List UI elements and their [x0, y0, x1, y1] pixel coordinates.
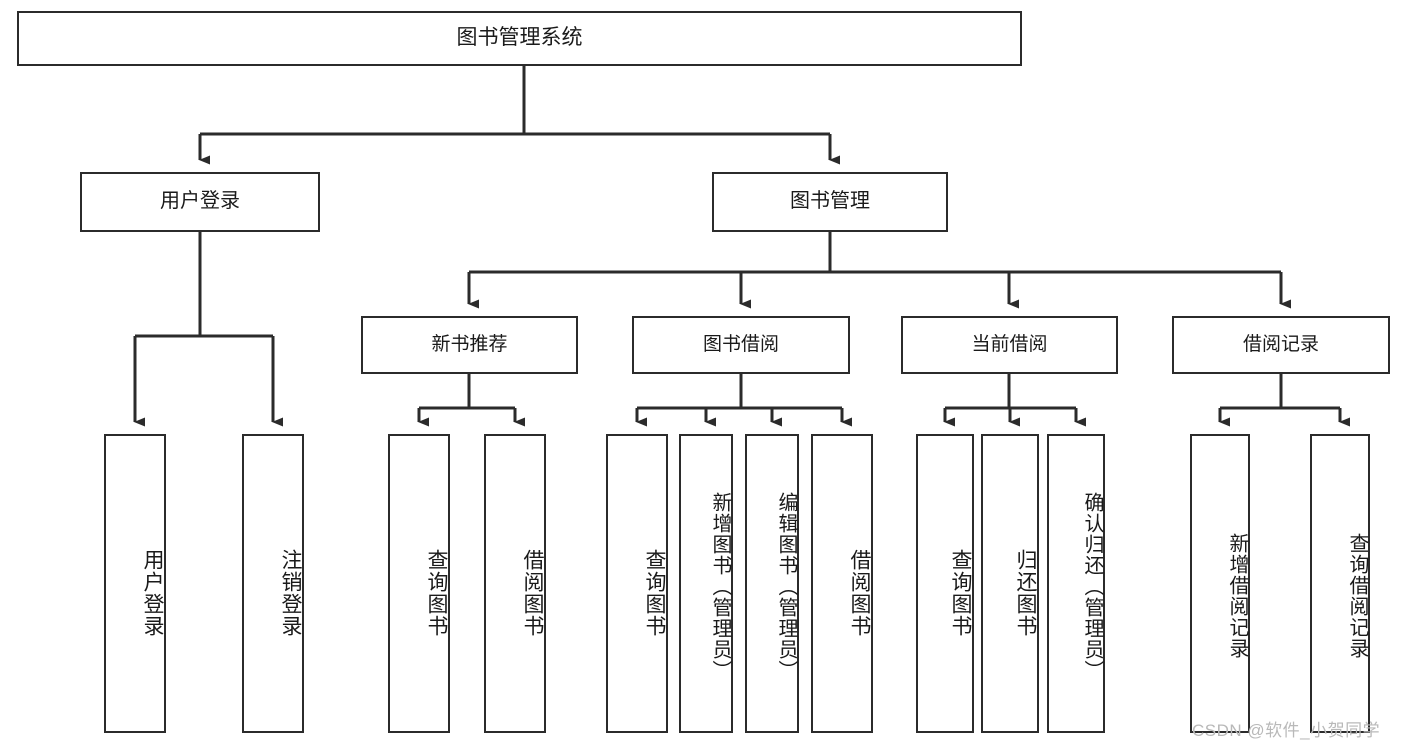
leaf-borrow-book-2-label: 借阅图书 — [848, 548, 871, 637]
leaf-query-book-1-label: 查询图书 — [425, 548, 448, 637]
leaf-borrow-book-2[interactable]: 借阅图书 — [811, 434, 873, 733]
leaf-logout-label: 注销登录 — [279, 548, 302, 637]
leaf-add-record-label: 新增借阅记录 — [1226, 532, 1248, 659]
node-new-book-recommend[interactable]: 新书推荐 — [361, 316, 578, 374]
leaf-borrow-book-1[interactable]: 借阅图书 — [484, 434, 546, 733]
leaf-add-book[interactable]: 新增图书（管理员） — [679, 434, 733, 733]
leaf-query-book-2[interactable]: 查询图书 — [606, 434, 668, 733]
leaf-user-login[interactable]: 用户登录 — [104, 434, 166, 733]
leaf-logout[interactable]: 注销登录 — [242, 434, 304, 733]
leaf-user-login-label: 用户登录 — [141, 548, 164, 637]
leaf-edit-book-label: 编辑图书（管理员） — [775, 492, 797, 681]
leaf-query-record[interactable]: 查询借阅记录 — [1310, 434, 1370, 733]
leaf-borrow-book-1-label: 借阅图书 — [521, 548, 544, 637]
node-book-borrow[interactable]: 图书借阅 — [632, 316, 850, 374]
leaf-query-record-label: 查询借阅记录 — [1346, 532, 1368, 659]
leaf-query-book-1[interactable]: 查询图书 — [388, 434, 450, 733]
leaf-query-book-2-label: 查询图书 — [643, 548, 666, 637]
node-user-login[interactable]: 用户登录 — [80, 172, 320, 232]
node-user-login-label: 用户登录 — [160, 190, 240, 213]
node-book-manage[interactable]: 图书管理 — [712, 172, 948, 232]
leaf-edit-book[interactable]: 编辑图书（管理员） — [745, 434, 799, 733]
node-book-borrow-label: 图书借阅 — [702, 333, 779, 355]
leaf-confirm-return[interactable]: 确认归还（管理员） — [1047, 434, 1105, 733]
leaf-return-book-label: 归还图书 — [1014, 548, 1037, 637]
leaf-confirm-return-label: 确认归还（管理员） — [1081, 492, 1103, 681]
node-current-borrow[interactable]: 当前借阅 — [901, 316, 1118, 374]
leaf-add-book-label: 新增图书（管理员） — [709, 492, 731, 681]
node-root[interactable]: 图书管理系统 — [17, 11, 1022, 66]
leaf-return-book[interactable]: 归还图书 — [981, 434, 1039, 733]
node-borrow-record-label: 借阅记录 — [1242, 333, 1319, 355]
node-current-borrow-label: 当前借阅 — [971, 333, 1048, 355]
watermark: CSDN @软件_小贺同学 — [1192, 721, 1381, 740]
leaf-query-book-3[interactable]: 查询图书 — [916, 434, 974, 733]
node-new-book-recommend-label: 新书推荐 — [431, 333, 508, 355]
leaf-add-record[interactable]: 新增借阅记录 — [1190, 434, 1250, 733]
leaf-query-book-3-label: 查询图书 — [949, 548, 972, 637]
node-root-label: 图书管理系统 — [456, 26, 583, 50]
node-book-manage-label: 图书管理 — [790, 190, 870, 213]
node-borrow-record[interactable]: 借阅记录 — [1172, 316, 1390, 374]
